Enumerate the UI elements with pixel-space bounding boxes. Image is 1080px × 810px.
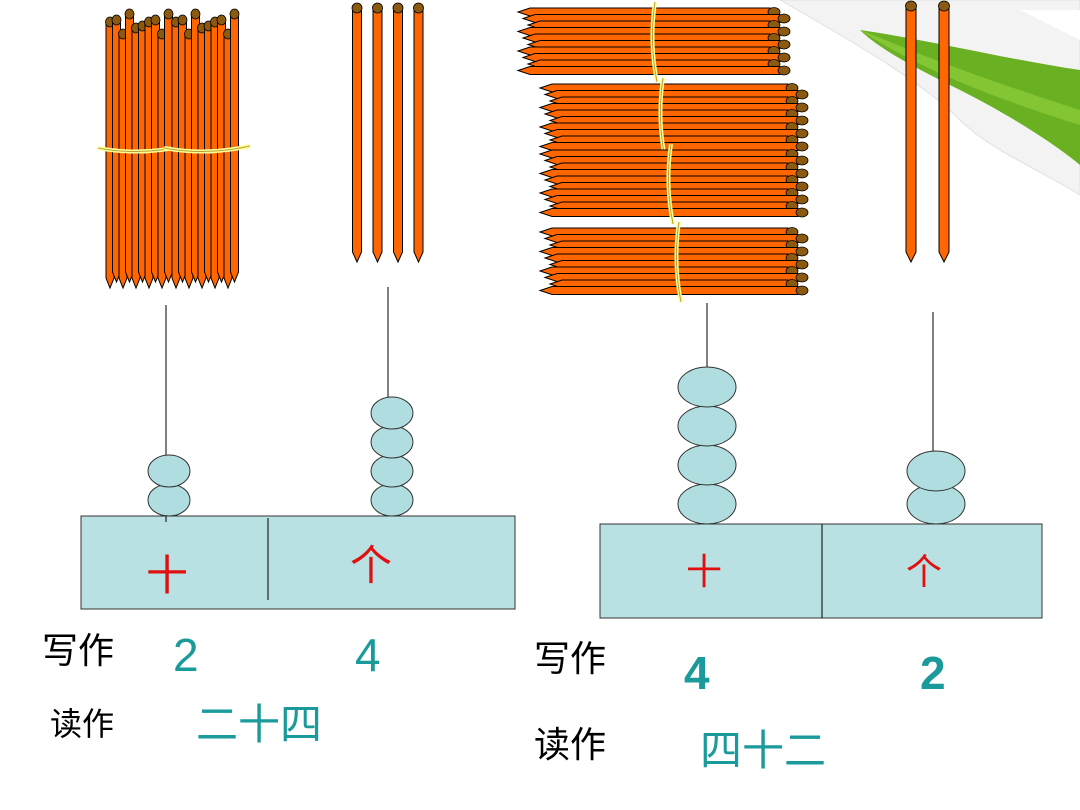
right-tens-beads bbox=[677, 366, 737, 525]
left-ones-beads bbox=[370, 396, 414, 517]
abacus-bead bbox=[147, 483, 191, 517]
horizontal-bundle-of-ten bbox=[538, 77, 809, 159]
right-stick-bundles bbox=[516, 1, 809, 303]
abacus-bead bbox=[370, 454, 414, 488]
left-tens-beads bbox=[147, 454, 191, 517]
abacus-bead bbox=[370, 396, 414, 430]
right-ones-beads bbox=[906, 450, 966, 525]
abacus-bead bbox=[147, 454, 191, 488]
single-stick bbox=[938, 0, 950, 264]
bundle-stick bbox=[229, 8, 240, 284]
horizontal-bundle-of-ten bbox=[538, 221, 809, 303]
abacus-bead bbox=[677, 483, 737, 525]
left-counting-board bbox=[80, 515, 516, 610]
abacus-bead bbox=[370, 425, 414, 459]
abacus-bead bbox=[677, 444, 737, 486]
bundle-stick bbox=[516, 65, 791, 76]
right-write-label: 写作 bbox=[534, 639, 607, 680]
page-curl-decoration bbox=[778, 0, 1080, 196]
right-read-value: 四十二 bbox=[700, 726, 827, 775]
left-read-value: 二十四 bbox=[196, 700, 323, 749]
left-stick-bundles bbox=[97, 8, 251, 290]
vertical-bundle-of-ten bbox=[163, 8, 251, 290]
right-counting-board bbox=[599, 523, 1043, 619]
single-stick bbox=[905, 0, 917, 264]
single-stick bbox=[413, 2, 424, 264]
left-ones-place-label: 个 bbox=[350, 541, 393, 590]
single-stick bbox=[392, 2, 404, 264]
left-read-label: 读作 bbox=[50, 705, 115, 743]
bundle-stick bbox=[538, 207, 809, 218]
single-stick bbox=[372, 2, 383, 264]
vertical-bundle-of-ten bbox=[97, 8, 185, 290]
horizontal-bundle-of-ten bbox=[516, 1, 791, 83]
bundle-band-edge bbox=[675, 221, 682, 303]
abacus-bead bbox=[677, 405, 737, 447]
left-write-label: 写作 bbox=[42, 631, 115, 672]
bundle-band-edge bbox=[163, 145, 251, 153]
right-tens-place-label: 十 bbox=[686, 552, 723, 593]
bundle-band-edge bbox=[667, 143, 674, 225]
bundle-band-edge bbox=[651, 1, 658, 83]
right-single-sticks bbox=[905, 0, 950, 264]
right-write-ones-digit: 2 bbox=[920, 647, 946, 699]
left-tens-place-label: 十 bbox=[146, 551, 189, 600]
left-write-tens-digit: 2 bbox=[173, 629, 199, 681]
abacus-bead bbox=[677, 366, 737, 408]
left-single-sticks bbox=[351, 2, 424, 264]
abacus-bead bbox=[370, 483, 414, 517]
right-write-tens-digit: 4 bbox=[684, 647, 710, 699]
single-stick bbox=[351, 2, 363, 264]
right-ones-place-label: 个 bbox=[906, 552, 943, 593]
horizontal-bundle-of-ten bbox=[538, 143, 809, 225]
left-write-ones-digit: 4 bbox=[355, 629, 381, 681]
bundle-stick bbox=[538, 285, 809, 296]
abacus-bead bbox=[906, 450, 966, 492]
right-read-label: 读作 bbox=[534, 725, 607, 766]
